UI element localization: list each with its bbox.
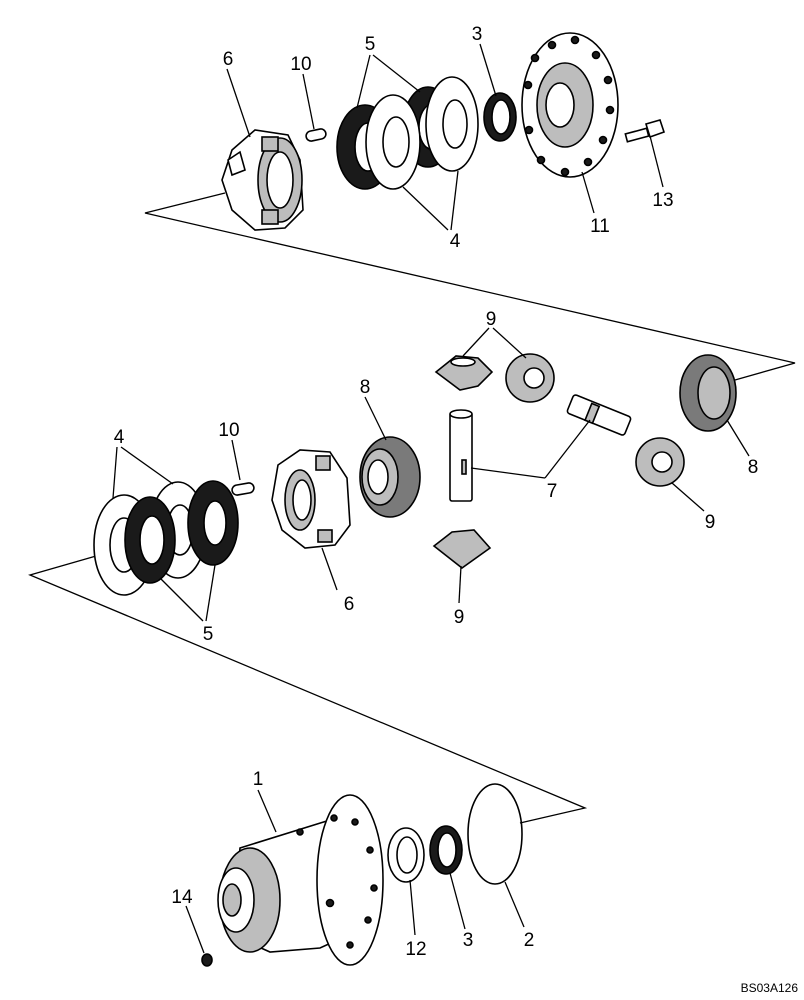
part-13-bolt xyxy=(624,119,666,143)
callout-6-top: 6 xyxy=(223,49,234,70)
part-7-cross-shafts xyxy=(449,394,632,502)
part-3-thrust-washer-top xyxy=(483,92,517,142)
part-3-thrust-washer-bottom xyxy=(429,825,463,875)
callout-12: 12 xyxy=(405,939,426,960)
callout-7: 7 xyxy=(547,481,558,502)
part-6-clutch-housing-middle xyxy=(271,449,351,549)
callout-1: 1 xyxy=(253,769,264,790)
callout-6-middle: 6 xyxy=(344,594,355,615)
part-10-pin-top xyxy=(305,128,327,142)
callout-9-bottom: 9 xyxy=(454,607,465,628)
callout-3-bottom: 3 xyxy=(463,930,474,951)
callout-8-right: 8 xyxy=(748,457,759,478)
part-4-steel-plates-top xyxy=(365,76,479,190)
part-8-side-gear-middle xyxy=(359,436,421,518)
part-10-pin-middle xyxy=(231,482,255,496)
reference-code: BS03A126 xyxy=(741,981,799,995)
part-11-case-cover xyxy=(521,32,619,178)
callout-2: 2 xyxy=(524,930,535,951)
part-9-pinion-gear-right xyxy=(635,437,685,487)
part-1-differential-case xyxy=(217,794,384,966)
part-8-side-gear-right xyxy=(679,354,737,432)
callout-10-middle: 10 xyxy=(218,420,239,441)
part-14-plug xyxy=(201,953,213,967)
callout-13: 13 xyxy=(652,190,673,211)
callout-14: 14 xyxy=(171,887,193,908)
assembly-guide-lines xyxy=(28,192,796,824)
part-12-washer xyxy=(387,827,425,883)
callout-8-middle: 8 xyxy=(360,377,371,398)
callout-9-top: 9 xyxy=(486,309,497,330)
callout-5-top: 5 xyxy=(365,34,376,55)
callout-4-middle: 4 xyxy=(114,427,125,448)
callout-3-top: 3 xyxy=(472,24,483,45)
part-6-clutch-housing-top xyxy=(221,129,304,231)
callout-10-top: 10 xyxy=(290,54,311,75)
callout-numbers: 6 10 5 3 4 11 13 9 8 4 10 8 7 9 6 9 5 1 … xyxy=(114,24,759,960)
part-9-pinion-gear-upper-right xyxy=(505,353,555,403)
part-9-pinion-gear-bottom xyxy=(432,529,492,569)
callout-9-right: 9 xyxy=(705,512,716,533)
callout-5-middle: 5 xyxy=(203,624,214,645)
part-5-friction-discs-middle xyxy=(124,480,239,584)
callout-leader-lines xyxy=(112,43,750,954)
callout-11: 11 xyxy=(590,216,610,237)
part-9-pinion-gear-upper-left xyxy=(434,355,494,391)
part-2-o-ring xyxy=(467,783,523,885)
callout-4-top: 4 xyxy=(450,231,461,252)
